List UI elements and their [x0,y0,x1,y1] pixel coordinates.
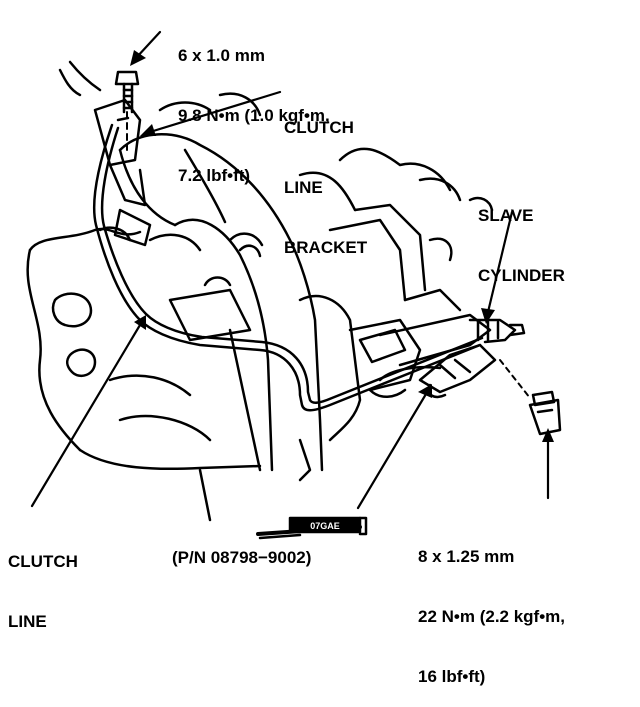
transmission-housing [26,60,494,522]
arrowheads [130,50,554,442]
exploded-view-illustration: 07GAE [26,30,562,540]
slave-bolt-torque-nm: 22 N•m (2.2 kgf•m, [418,607,566,626]
slave-cylinder-body [358,313,526,399]
clutch-line-label-line1: CLUTCH [8,552,78,571]
slave-cylinder-label: SLAVE CYLINDER [478,166,565,306]
clutch-line-bracket-label-line3: BRACKET [284,238,368,257]
tool-part-number: (P/N 08798−9002) [172,548,312,567]
slave-cylinder-label-line2: CYLINDER [478,266,565,285]
tool-stamp-text: 07GAE [310,521,340,531]
slave-bolt-size: 8 x 1.25 mm [418,547,515,566]
clutch-line-tube [92,123,484,412]
clutch-line-bracket-label-line2: LINE [284,178,323,197]
slave-cylinder-bolt [499,359,562,436]
clutch-line-label-line2: LINE [8,612,47,631]
clutch-line-bracket-label-line1: CLUTCH [284,118,354,137]
bracket-bolt-size: 6 x 1.0 mm [178,46,265,65]
clutch-line-bracket-label: CLUTCH LINE BRACKET [284,78,367,278]
slave-cylinder-label-line1: SLAVE [478,206,534,225]
slave-bolt-torque-lbf: 16 lbf•ft) [418,667,486,686]
leader-lines [30,30,550,510]
slave-cylinder-bolt-spec: 8 x 1.25 mm 22 N•m (2.2 kgf•m, 16 lbf•ft… [418,507,565,707]
bracket-bolt-torque-nm: 9.8 N•m (1.0 kgf•m, [178,106,330,125]
bracket-bolt-spec: 6 x 1.0 mm 9.8 N•m (1.0 kgf•m, 7.2 lbf•f… [178,6,330,206]
bracket-bolt-torque-lbf: 7.2 lbf•ft) [178,166,251,185]
special-tool-insert [256,516,368,540]
bracket-bolt [114,70,140,151]
clutch-line-label: CLUTCH LINE [8,512,78,652]
